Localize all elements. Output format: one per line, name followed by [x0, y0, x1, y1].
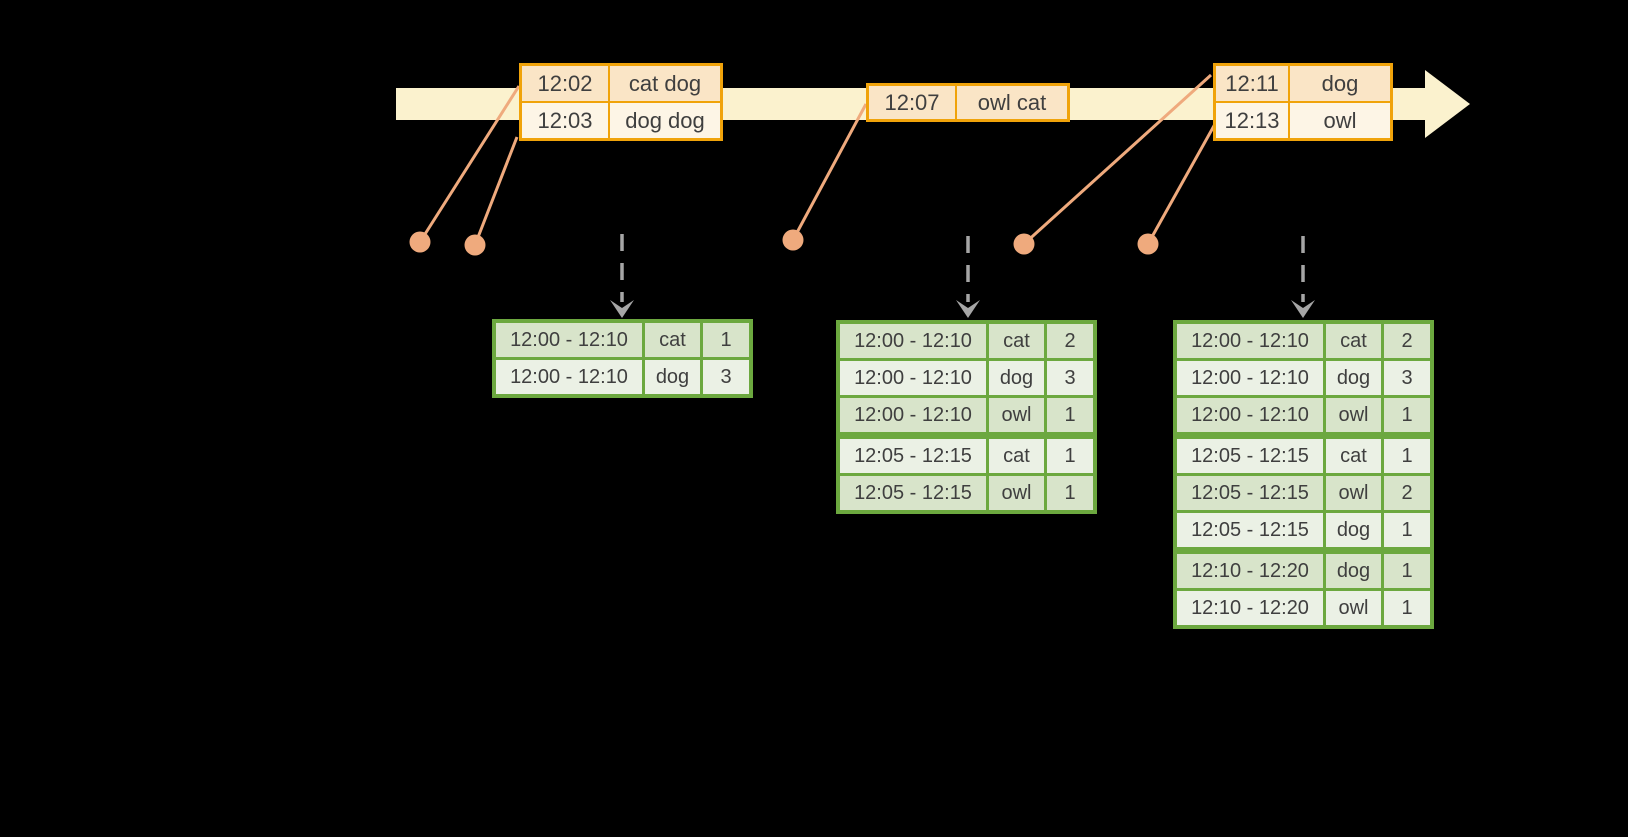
connector-line [1146, 123, 1217, 245]
table-row: 12:05 - 12:15 dog 1 [1177, 513, 1430, 547]
window-cell: 12:05 - 12:15 [840, 476, 986, 510]
event-dot [782, 229, 804, 251]
table-row: 12:00 - 12:10 owl 1 [840, 398, 1093, 432]
table-row: 12:05 - 12:15 cat 1 [840, 439, 1093, 473]
count-cell: 1 [1047, 439, 1093, 473]
count-cell: 2 [1384, 324, 1430, 358]
count-cell: 1 [1047, 398, 1093, 432]
count-cell: 1 [1384, 439, 1430, 473]
event-words: owl cat [957, 86, 1067, 119]
trigger-arrowhead-icon [610, 300, 634, 318]
event-time: 12:03 [522, 103, 608, 138]
event-words: dog [1290, 66, 1390, 101]
table-row: 12:00 - 12:10 cat 2 [1177, 324, 1430, 358]
table-row: 12:00 - 12:10 dog 3 [840, 361, 1093, 395]
event-dot [1137, 233, 1159, 255]
window-cell: 12:00 - 12:10 [496, 323, 642, 357]
event-dot [464, 234, 486, 256]
table-row: 12:00 - 12:10 owl 1 [1177, 398, 1430, 432]
word-cell: dog [1326, 554, 1381, 588]
result-table-1: 12:00 - 12:10 cat 1 12:00 - 12:10 dog 3 [492, 319, 753, 398]
count-cell: 1 [1384, 554, 1430, 588]
word-cell: dog [989, 361, 1044, 395]
event-table-2: 12:07 owl cat [866, 83, 1070, 122]
window-cell: 12:00 - 12:10 [840, 398, 986, 432]
word-cell: cat [989, 439, 1044, 473]
window-cell: 12:00 - 12:10 [840, 324, 986, 358]
timeline-arrowhead-icon [1425, 70, 1470, 138]
event-words: dog dog [610, 103, 720, 138]
word-cell: owl [989, 476, 1044, 510]
count-cell: 3 [1047, 361, 1093, 395]
count-cell: 3 [1384, 361, 1430, 395]
count-cell: 2 [1047, 324, 1093, 358]
word-cell: owl [1326, 398, 1381, 432]
word-cell: dog [645, 360, 700, 394]
word-cell: cat [1326, 324, 1381, 358]
count-cell: 3 [703, 360, 749, 394]
window-cell: 12:00 - 12:10 [840, 361, 986, 395]
word-cell: cat [989, 324, 1044, 358]
count-cell: 2 [1384, 476, 1430, 510]
table-row: 12:10 - 12:20 owl 1 [1177, 591, 1430, 625]
count-cell: 1 [1384, 513, 1430, 547]
event-table-1: 12:02 cat dog 12:03 dog dog [519, 63, 723, 141]
event-time: 12:13 [1216, 103, 1288, 138]
connector-line [791, 103, 868, 241]
window-cell: 12:00 - 12:10 [496, 360, 642, 394]
table-row: 12:05 - 12:15 cat 1 [1177, 439, 1430, 473]
event-words: owl [1290, 103, 1390, 138]
word-cell: dog [1326, 361, 1381, 395]
event-time: 12:02 [522, 66, 608, 101]
table-row: 12:00 - 12:10 cat 1 [496, 323, 749, 357]
event-table-3: 12:11 dog 12:13 owl [1213, 63, 1393, 141]
connector-line [473, 136, 519, 246]
event-words: cat dog [610, 66, 720, 101]
window-cell: 12:05 - 12:15 [1177, 476, 1323, 510]
word-cell: owl [989, 398, 1044, 432]
event-time: 12:11 [1216, 66, 1288, 101]
window-cell: 12:05 - 12:15 [1177, 513, 1323, 547]
table-row: 12:05 - 12:15 owl 1 [840, 476, 1093, 510]
window-cell: 12:10 - 12:20 [1177, 554, 1323, 588]
table-row: 12:00 - 12:10 dog 3 [496, 360, 749, 394]
trigger-arrowhead-icon [1291, 300, 1315, 318]
table-row: 12:10 - 12:20 dog 1 [1177, 554, 1430, 588]
word-cell: cat [645, 323, 700, 357]
count-cell: 1 [703, 323, 749, 357]
word-cell: owl [1326, 591, 1381, 625]
count-cell: 1 [1384, 591, 1430, 625]
window-cell: 12:05 - 12:15 [840, 439, 986, 473]
window-cell: 12:05 - 12:15 [1177, 439, 1323, 473]
count-cell: 1 [1384, 398, 1430, 432]
table-row: 12:00 - 12:10 dog 3 [1177, 361, 1430, 395]
word-cell: dog [1326, 513, 1381, 547]
trigger-arrowhead-icon [956, 300, 980, 318]
window-cell: 12:00 - 12:10 [1177, 398, 1323, 432]
connector-line [418, 85, 521, 243]
result-table-3: 12:00 - 12:10 cat 2 12:00 - 12:10 dog 3 … [1173, 320, 1434, 629]
count-cell: 1 [1047, 476, 1093, 510]
table-row: 12:00 - 12:10 cat 2 [840, 324, 1093, 358]
event-dot [1013, 233, 1035, 255]
connector-line [1022, 73, 1213, 246]
window-cell: 12:00 - 12:10 [1177, 361, 1323, 395]
result-table-2: 12:00 - 12:10 cat 2 12:00 - 12:10 dog 3 … [836, 320, 1097, 514]
window-cell: 12:00 - 12:10 [1177, 324, 1323, 358]
word-cell: owl [1326, 476, 1381, 510]
table-row: 12:05 - 12:15 owl 2 [1177, 476, 1430, 510]
event-dot [409, 231, 431, 253]
word-cell: cat [1326, 439, 1381, 473]
window-cell: 12:10 - 12:20 [1177, 591, 1323, 625]
event-time: 12:07 [869, 86, 955, 119]
